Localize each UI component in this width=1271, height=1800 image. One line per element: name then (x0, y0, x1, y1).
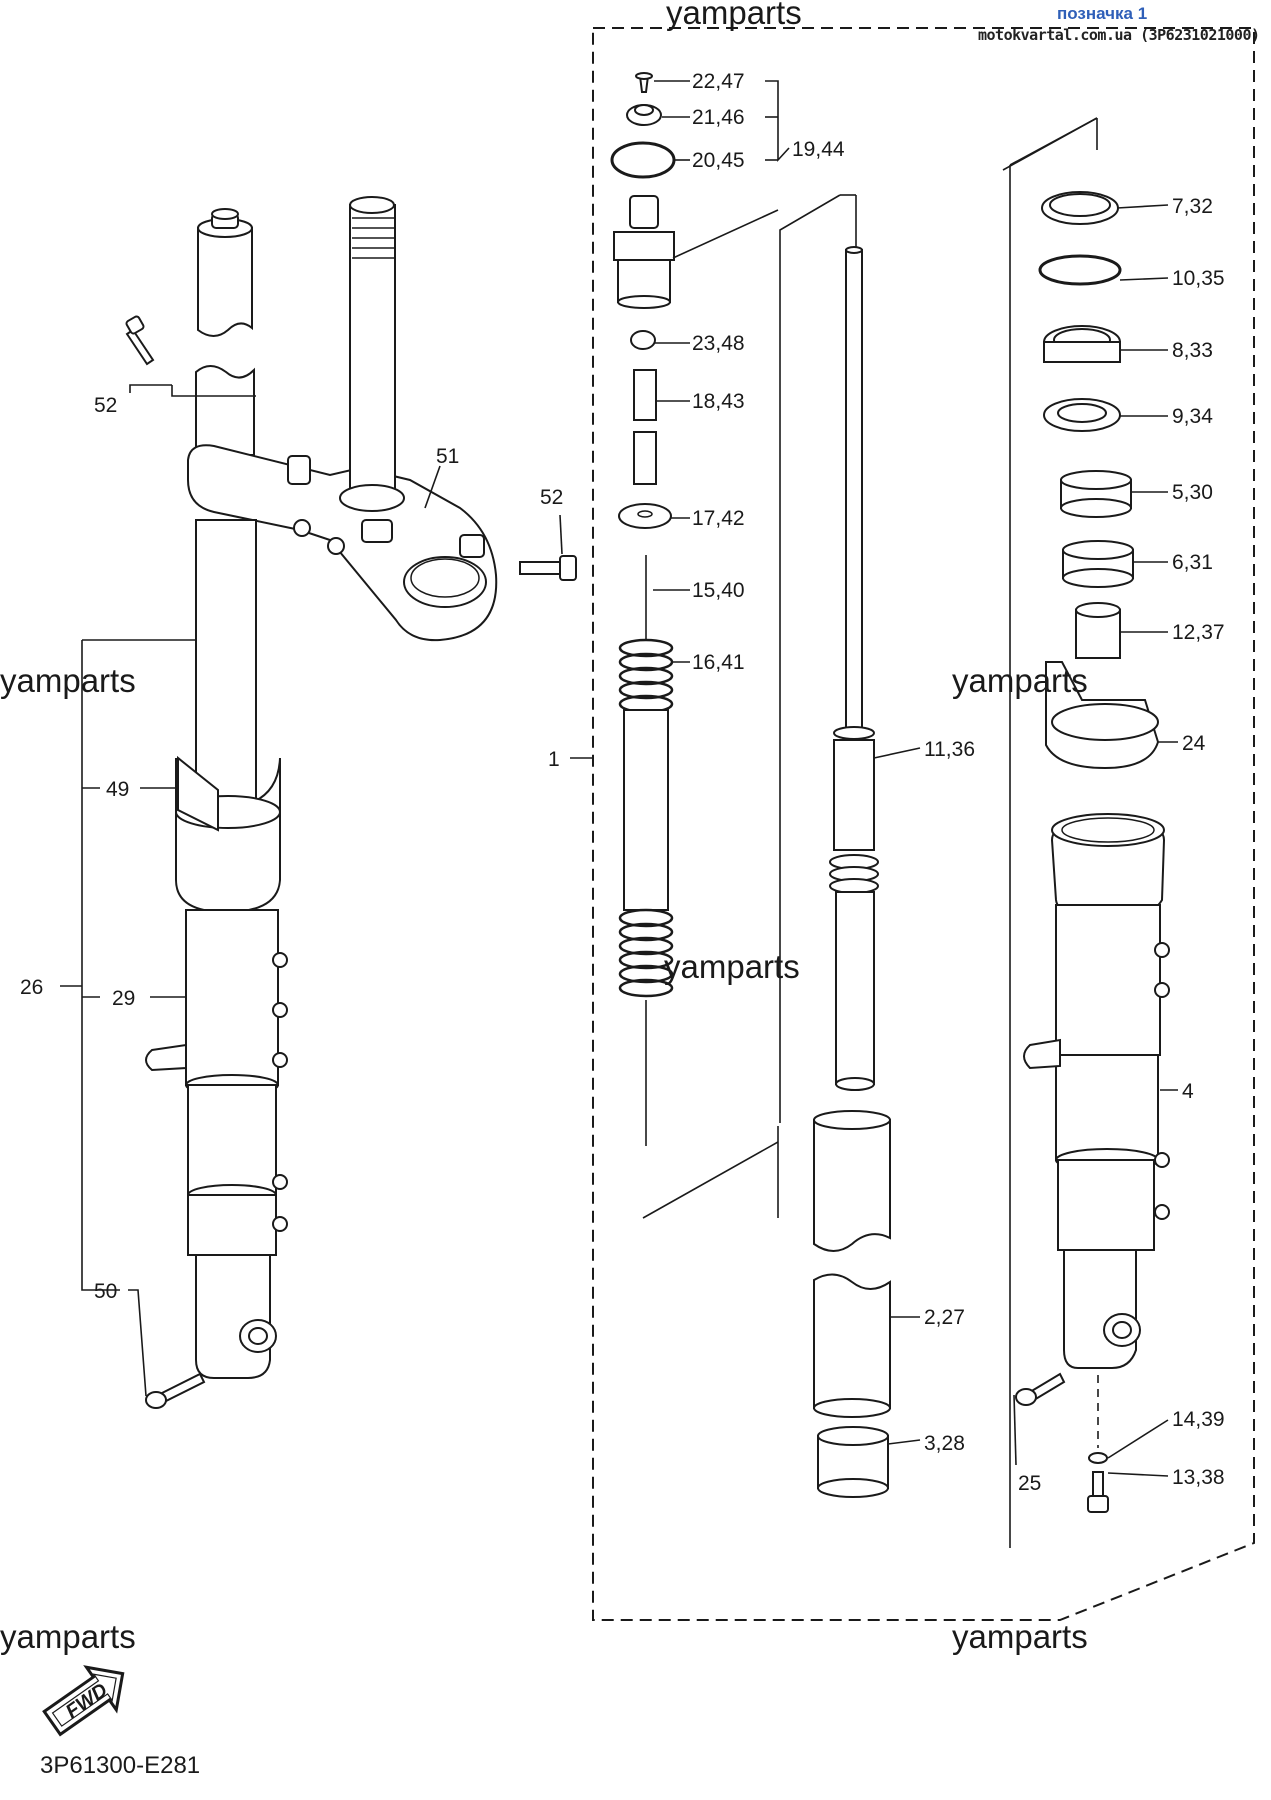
watermarks: yamparts yamparts yamparts yamparts yamp… (0, 0, 1088, 1655)
callout-15: 15,40 (692, 579, 745, 602)
callout-4: 4 (1182, 1080, 1194, 1103)
callout-labels: 22,47 21,46 20,45 19,44 23,48 18,43 17,4… (20, 70, 1225, 1495)
callout-3: 3,28 (924, 1432, 965, 1455)
watermark-left: yamparts (0, 662, 136, 699)
callout-24: 24 (1182, 732, 1206, 755)
callout-29: 29 (112, 987, 135, 1010)
leader-lines (60, 80, 1178, 1477)
callout-19: 19,44 (792, 138, 845, 161)
callout-51: 51 (436, 445, 459, 468)
bolt-52-right (519, 555, 577, 581)
callout-49: 49 (106, 778, 129, 801)
header-source: motokvartal.com.ua (3P6231021000) (978, 26, 1260, 44)
callout-18: 18,43 (692, 390, 745, 413)
assembled-fork (125, 196, 577, 1409)
callout-16: 16,41 (692, 651, 745, 674)
callout-14: 14,39 (1172, 1408, 1225, 1431)
callout-11: 11,36 (924, 738, 975, 761)
callout-5: 5,30 (1172, 481, 1213, 504)
seal-parts (1002, 117, 1170, 1548)
callout-52-left: 52 (94, 394, 117, 417)
callout-7: 7,32 (1172, 195, 1213, 218)
callout-20: 20,45 (692, 149, 745, 172)
callout-21: 21,46 (692, 106, 745, 129)
group-dashed-outline (592, 27, 1255, 1621)
callout-10: 10,35 (1172, 267, 1225, 290)
callout-1: 1 (548, 748, 560, 771)
damper-parts (610, 72, 891, 1498)
fwd-arrow-icon: FWD (42, 1665, 125, 1737)
callout-25: 25 (1018, 1472, 1041, 1495)
callout-17: 17,42 (692, 507, 745, 530)
watermark-bottom-left: yamparts (0, 1618, 136, 1655)
callout-23: 23,48 (692, 332, 745, 355)
watermark-right: yamparts (952, 662, 1088, 699)
callout-9: 9,34 (1172, 405, 1213, 428)
callout-22: 22,47 (692, 70, 745, 93)
diagram-code: 3P61300-E281 (40, 1752, 201, 1779)
watermark-center: yamparts (664, 948, 800, 985)
callout-12: 12,37 (1172, 621, 1225, 644)
callout-26: 26 (20, 976, 43, 999)
bolt-50 (145, 1372, 206, 1409)
callout-13: 13,38 (1172, 1466, 1225, 1489)
callout-8: 8,33 (1172, 339, 1213, 362)
callout-6: 6,31 (1172, 551, 1213, 574)
watermark-bottom-right: yamparts (952, 1618, 1088, 1655)
callout-2: 2,27 (924, 1306, 965, 1329)
header-link[interactable]: позначка 1 (1057, 4, 1148, 23)
callout-50: 50 (94, 1280, 117, 1303)
bolt-52-upper (125, 315, 155, 366)
watermark-top: yamparts (666, 0, 802, 31)
callout-52-right: 52 (540, 486, 563, 509)
